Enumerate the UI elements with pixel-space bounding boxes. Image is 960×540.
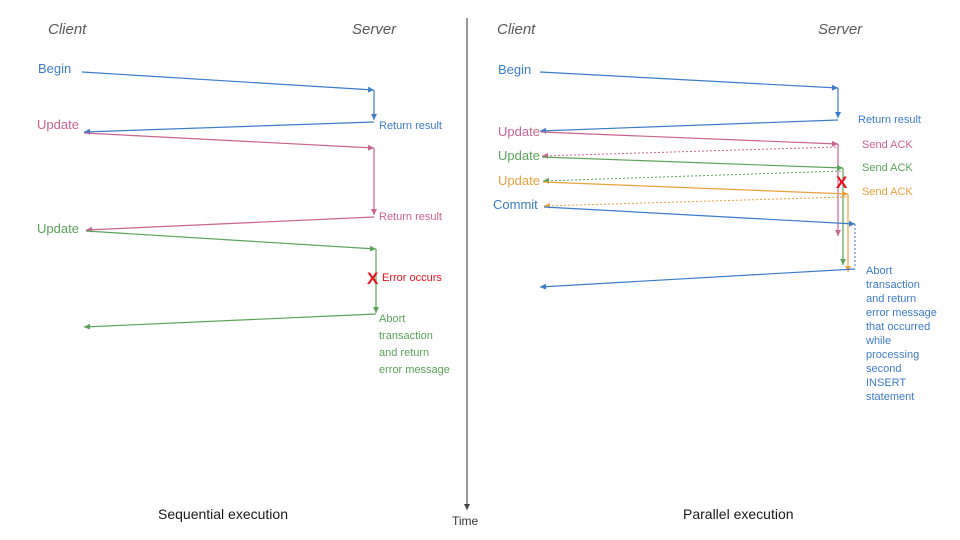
right-abort-line-8: second	[866, 363, 902, 375]
left-flow-update-2	[83, 230, 379, 330]
right-flow-commit	[539, 206, 856, 290]
right-abort-line-4: error message	[866, 307, 937, 319]
right-abort-line-1: Abort	[866, 265, 893, 277]
right-abort-line-3: and return	[866, 293, 917, 305]
right-abort-line-5: that occurred	[866, 321, 931, 333]
right-server-message-return-result: Return result	[858, 114, 921, 126]
left-client-message-update-2: Update	[37, 221, 79, 236]
right-flow-update-3	[542, 181, 851, 272]
right-flow-update-2	[541, 156, 846, 265]
right-abort-line-6: while	[866, 335, 892, 347]
right-header-server: Server	[818, 21, 863, 38]
right-server-message-ack-3: Send ACK	[862, 186, 913, 198]
right-client-message-begin: Begin	[498, 62, 532, 77]
left-abort-line-1: Abort	[379, 313, 406, 325]
left-abort-line-4: error message	[379, 364, 450, 376]
right-client-message-update-2: Update	[498, 148, 540, 163]
right-client-message-commit: Commit	[493, 197, 538, 212]
left-flow-update-1	[83, 132, 377, 233]
left-error-label: Error occurs	[382, 272, 442, 284]
right-server-message-ack-2: Send ACK	[862, 162, 913, 174]
left-header-client: Client	[48, 21, 87, 38]
left-client-message-update-1: Update	[37, 117, 79, 132]
right-abort-line-9: INSERT	[866, 377, 907, 389]
right-abort-line-7: processing	[866, 349, 920, 361]
left-abort-line-2: transaction	[379, 330, 433, 342]
right-header-client: Client	[497, 21, 536, 38]
left-server-message-return-1: Return result	[379, 120, 442, 132]
right-client-message-update-3: Update	[498, 173, 540, 188]
right-flow-begin	[539, 71, 841, 134]
right-abort-line-10: statement	[866, 391, 915, 403]
left-flow-begin	[81, 71, 377, 135]
right-flow-update-1	[540, 131, 841, 236]
right-abort-line-2: transaction	[866, 279, 920, 291]
right-panel-caption: Parallel execution	[683, 506, 794, 522]
time-axis-label: Time	[452, 514, 479, 528]
left-server-message-return-2: Return result	[379, 211, 442, 223]
left-client-message-begin: Begin	[38, 61, 72, 76]
left-error-x-icon: X	[367, 269, 379, 288]
right-server-message-ack-1: Send ACK	[862, 139, 913, 151]
right-error-x-icon: X	[836, 173, 848, 192]
left-header-server: Server	[352, 21, 397, 38]
left-abort-line-3: and return	[379, 347, 430, 359]
left-panel-caption: Sequential execution	[158, 506, 288, 522]
right-client-message-update-1: Update	[498, 124, 540, 139]
